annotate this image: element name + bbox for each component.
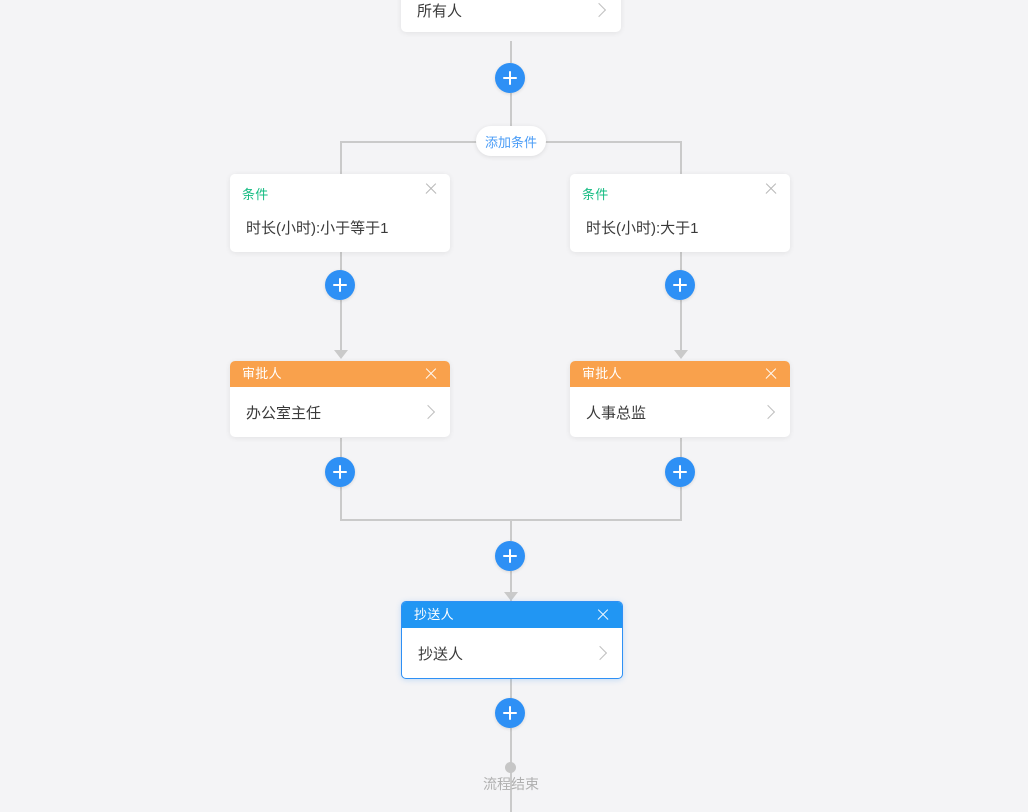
connector-split-to-condition-left xyxy=(340,141,342,174)
node-condition-left-body[interactable]: 时长(小时):小于等于1 xyxy=(230,208,450,252)
add-node-after-cc-button[interactable] xyxy=(495,698,525,728)
add-condition-label: 添加条件 xyxy=(484,134,537,150)
node-cc-header: 抄送人 xyxy=(402,602,622,628)
connector-plus-to-merge-left xyxy=(340,487,342,521)
node-cc-title: 抄送人 xyxy=(414,607,454,622)
node-initiator-body[interactable]: 所有人 xyxy=(401,0,621,32)
add-condition-button[interactable]: 添加条件 xyxy=(476,126,546,156)
connector-approver-left-to-plus xyxy=(340,438,342,460)
connector-initiator-to-plus xyxy=(510,41,512,63)
node-initiator[interactable]: 所有人 xyxy=(401,0,621,32)
arrow-into-cc xyxy=(504,592,518,601)
node-condition-right-title: 条件 xyxy=(582,187,609,202)
node-condition-right-text: 时长(小时):大于1 xyxy=(586,219,699,237)
close-icon[interactable] xyxy=(424,182,438,196)
connector-approver-right-to-plus xyxy=(680,438,682,460)
node-approver-right-text: 人事总监 xyxy=(586,404,647,422)
arrow-into-approver-left xyxy=(334,350,348,359)
node-cc-body[interactable]: 抄送人 xyxy=(402,628,622,678)
connector-plus-to-approver-right xyxy=(680,300,682,350)
add-node-left-branch-after-approver-button[interactable] xyxy=(325,457,355,487)
add-node-right-branch-after-approver-button[interactable] xyxy=(665,457,695,487)
flow-end-label: 流程结束 xyxy=(483,776,539,792)
close-icon[interactable] xyxy=(764,182,778,196)
connector-merge-to-plus xyxy=(510,519,512,541)
close-icon[interactable] xyxy=(764,367,778,381)
node-approver-right-title: 审批人 xyxy=(582,366,622,381)
node-cc-text: 抄送人 xyxy=(418,645,464,663)
chevron-right-icon xyxy=(420,404,436,420)
connector-plus-to-cc xyxy=(510,571,512,601)
node-approver-left-header: 审批人 xyxy=(230,361,450,387)
chevron-right-icon xyxy=(591,2,607,18)
connector-plus-to-approver-left xyxy=(340,300,342,350)
connector-condition-right-to-plus xyxy=(680,249,682,271)
close-icon[interactable] xyxy=(424,367,438,381)
connector-split-to-condition-right xyxy=(680,141,682,174)
node-initiator-text: 所有人 xyxy=(417,2,463,20)
connector-plus-to-split xyxy=(510,93,512,142)
node-condition-left-text: 时长(小时):小于等于1 xyxy=(246,219,389,237)
node-approver-left-title: 审批人 xyxy=(242,366,282,381)
node-condition-left-header: 条件 xyxy=(230,174,450,208)
node-approver-left-text: 办公室主任 xyxy=(246,404,322,422)
node-approver-left[interactable]: 审批人 办公室主任 xyxy=(230,361,450,437)
node-approver-right-body[interactable]: 人事总监 xyxy=(570,387,790,437)
node-condition-right-body[interactable]: 时长(小时):大于1 xyxy=(570,208,790,252)
add-node-right-branch-before-approver-button[interactable] xyxy=(665,270,695,300)
node-approver-right-header: 审批人 xyxy=(570,361,790,387)
connector-condition-left-to-plus xyxy=(340,249,342,271)
node-condition-right[interactable]: 条件 时长(小时):大于1 xyxy=(570,174,790,252)
arrow-into-approver-right xyxy=(674,350,688,359)
connector-cc-to-plus xyxy=(510,677,512,699)
node-condition-right-header: 条件 xyxy=(570,174,790,208)
node-approver-left-body[interactable]: 办公室主任 xyxy=(230,387,450,437)
node-approver-right[interactable]: 审批人 人事总监 xyxy=(570,361,790,437)
add-node-after-merge-button[interactable] xyxy=(495,541,525,571)
chevron-right-icon xyxy=(592,645,608,661)
node-condition-left[interactable]: 条件 时长(小时):小于等于1 xyxy=(230,174,450,252)
close-icon[interactable] xyxy=(596,608,610,622)
connector-plus-to-merge-right xyxy=(680,487,682,521)
node-cc[interactable]: 抄送人 抄送人 xyxy=(401,601,623,679)
add-node-left-branch-before-approver-button[interactable] xyxy=(325,270,355,300)
flow-end-dot-icon xyxy=(505,762,516,773)
node-condition-left-title: 条件 xyxy=(242,187,269,202)
add-node-after-initiator-button[interactable] xyxy=(495,63,525,93)
chevron-right-icon xyxy=(760,404,776,420)
